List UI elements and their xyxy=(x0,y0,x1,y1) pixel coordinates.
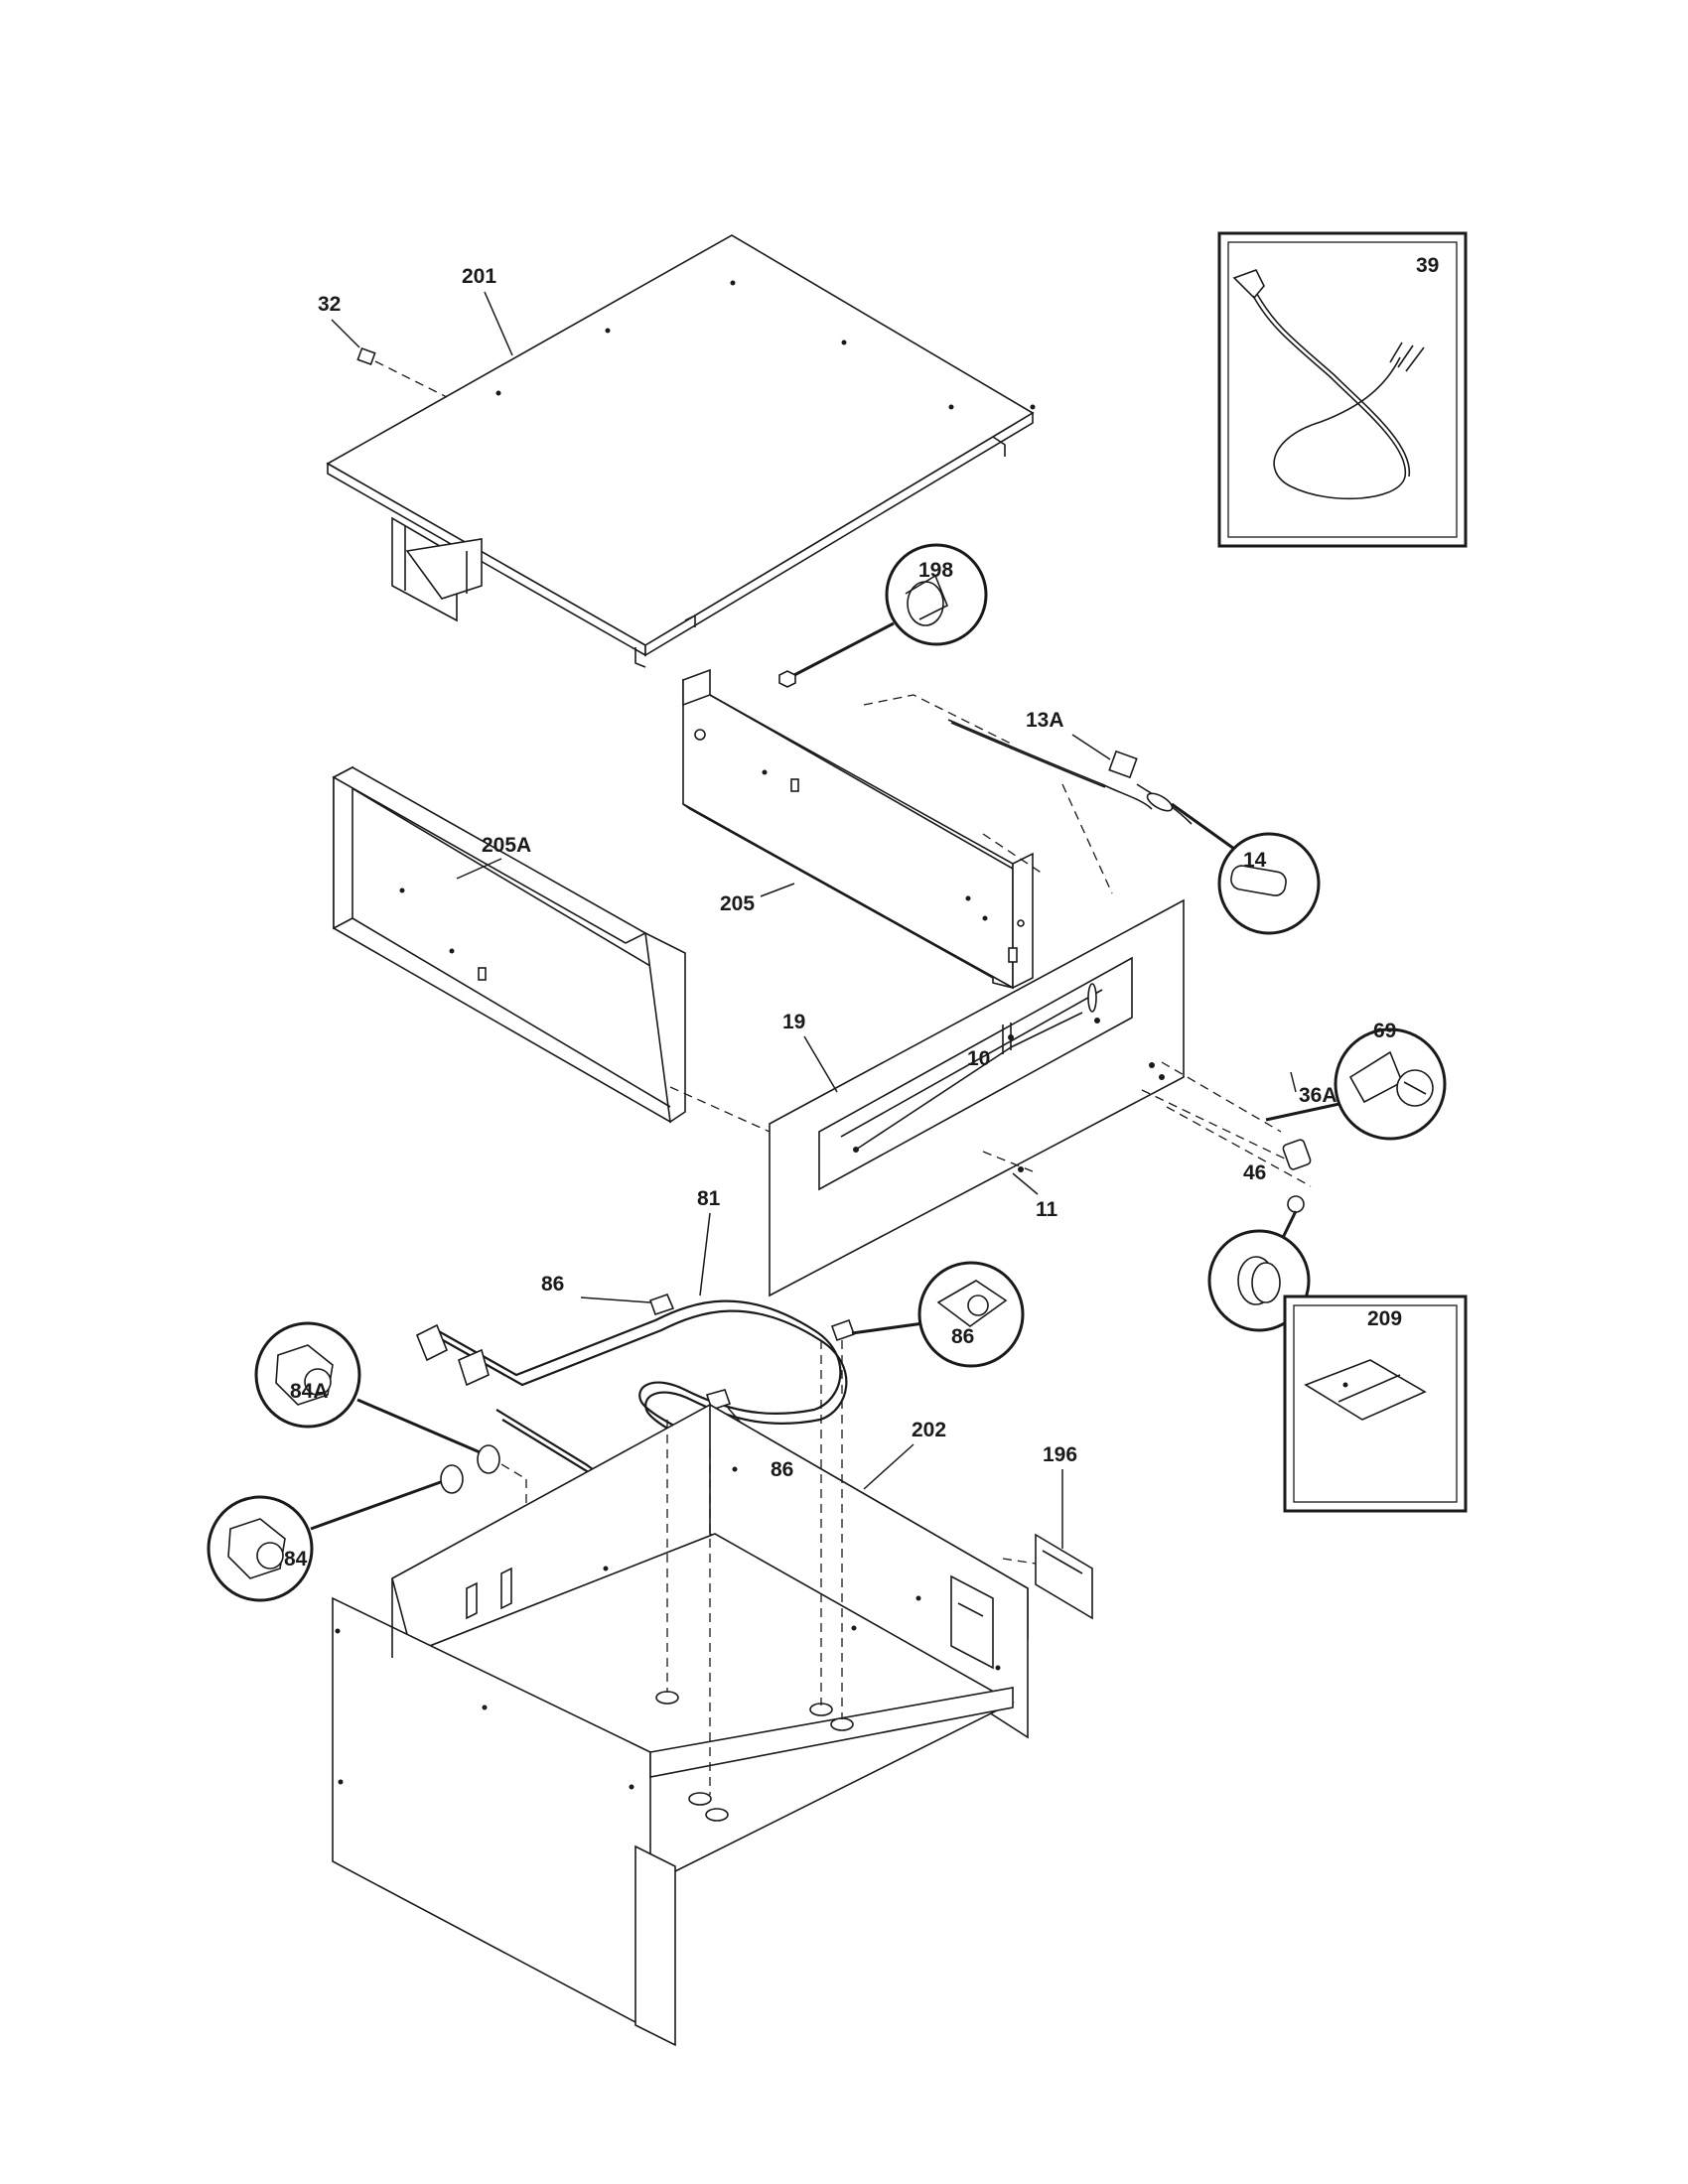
part-205a-side-panel xyxy=(332,765,771,1133)
part-209-box xyxy=(1283,1295,1468,1513)
label-14: 14 xyxy=(1243,849,1267,872)
part-39-power-cord-box xyxy=(1217,231,1468,548)
label-86-center: 86 xyxy=(771,1458,793,1481)
label-201: 201 xyxy=(462,265,496,288)
part-14-lamp-callout xyxy=(1171,802,1321,935)
part-32-fastener xyxy=(356,346,448,398)
part-196-cover-plate xyxy=(1002,1533,1093,1620)
callout-labels: 201 32 39 198 13A 14 205A 205 19 10 69 3… xyxy=(284,254,1439,1570)
part-81-heating-element xyxy=(415,1299,848,1506)
label-86-left: 86 xyxy=(541,1273,564,1296)
label-196: 196 xyxy=(1043,1443,1077,1466)
label-32: 32 xyxy=(318,293,341,316)
label-81: 81 xyxy=(697,1187,721,1210)
label-84: 84 xyxy=(284,1548,308,1570)
part-205-back-panel xyxy=(682,668,1034,990)
label-84a: 84A xyxy=(290,1380,329,1403)
label-205a: 205A xyxy=(482,834,531,857)
label-69: 69 xyxy=(1373,1020,1396,1042)
part-201-top-panel xyxy=(326,234,1036,668)
label-19: 19 xyxy=(782,1011,805,1033)
label-39: 39 xyxy=(1416,254,1439,277)
label-205: 205 xyxy=(720,892,755,915)
part-69-36a-46-knob-parts xyxy=(1141,1027,1447,1332)
part-86-brackets xyxy=(580,1261,1025,1468)
part-202-drawer-body xyxy=(332,1340,1029,2047)
label-11: 11 xyxy=(1036,1198,1058,1221)
label-209: 209 xyxy=(1367,1307,1402,1330)
label-202: 202 xyxy=(912,1419,946,1441)
part-84-thermostats xyxy=(207,1321,527,1602)
label-10: 10 xyxy=(967,1047,990,1070)
part-198-grommet-callout xyxy=(778,543,988,688)
label-13a: 13A xyxy=(1026,709,1064,732)
label-198: 198 xyxy=(918,559,953,582)
part-19-front-panel xyxy=(769,898,1185,1297)
label-36a: 36A xyxy=(1299,1084,1337,1107)
part-13a-switch-harness xyxy=(863,694,1193,894)
label-46: 46 xyxy=(1243,1161,1266,1184)
label-86-right: 86 xyxy=(951,1325,974,1348)
